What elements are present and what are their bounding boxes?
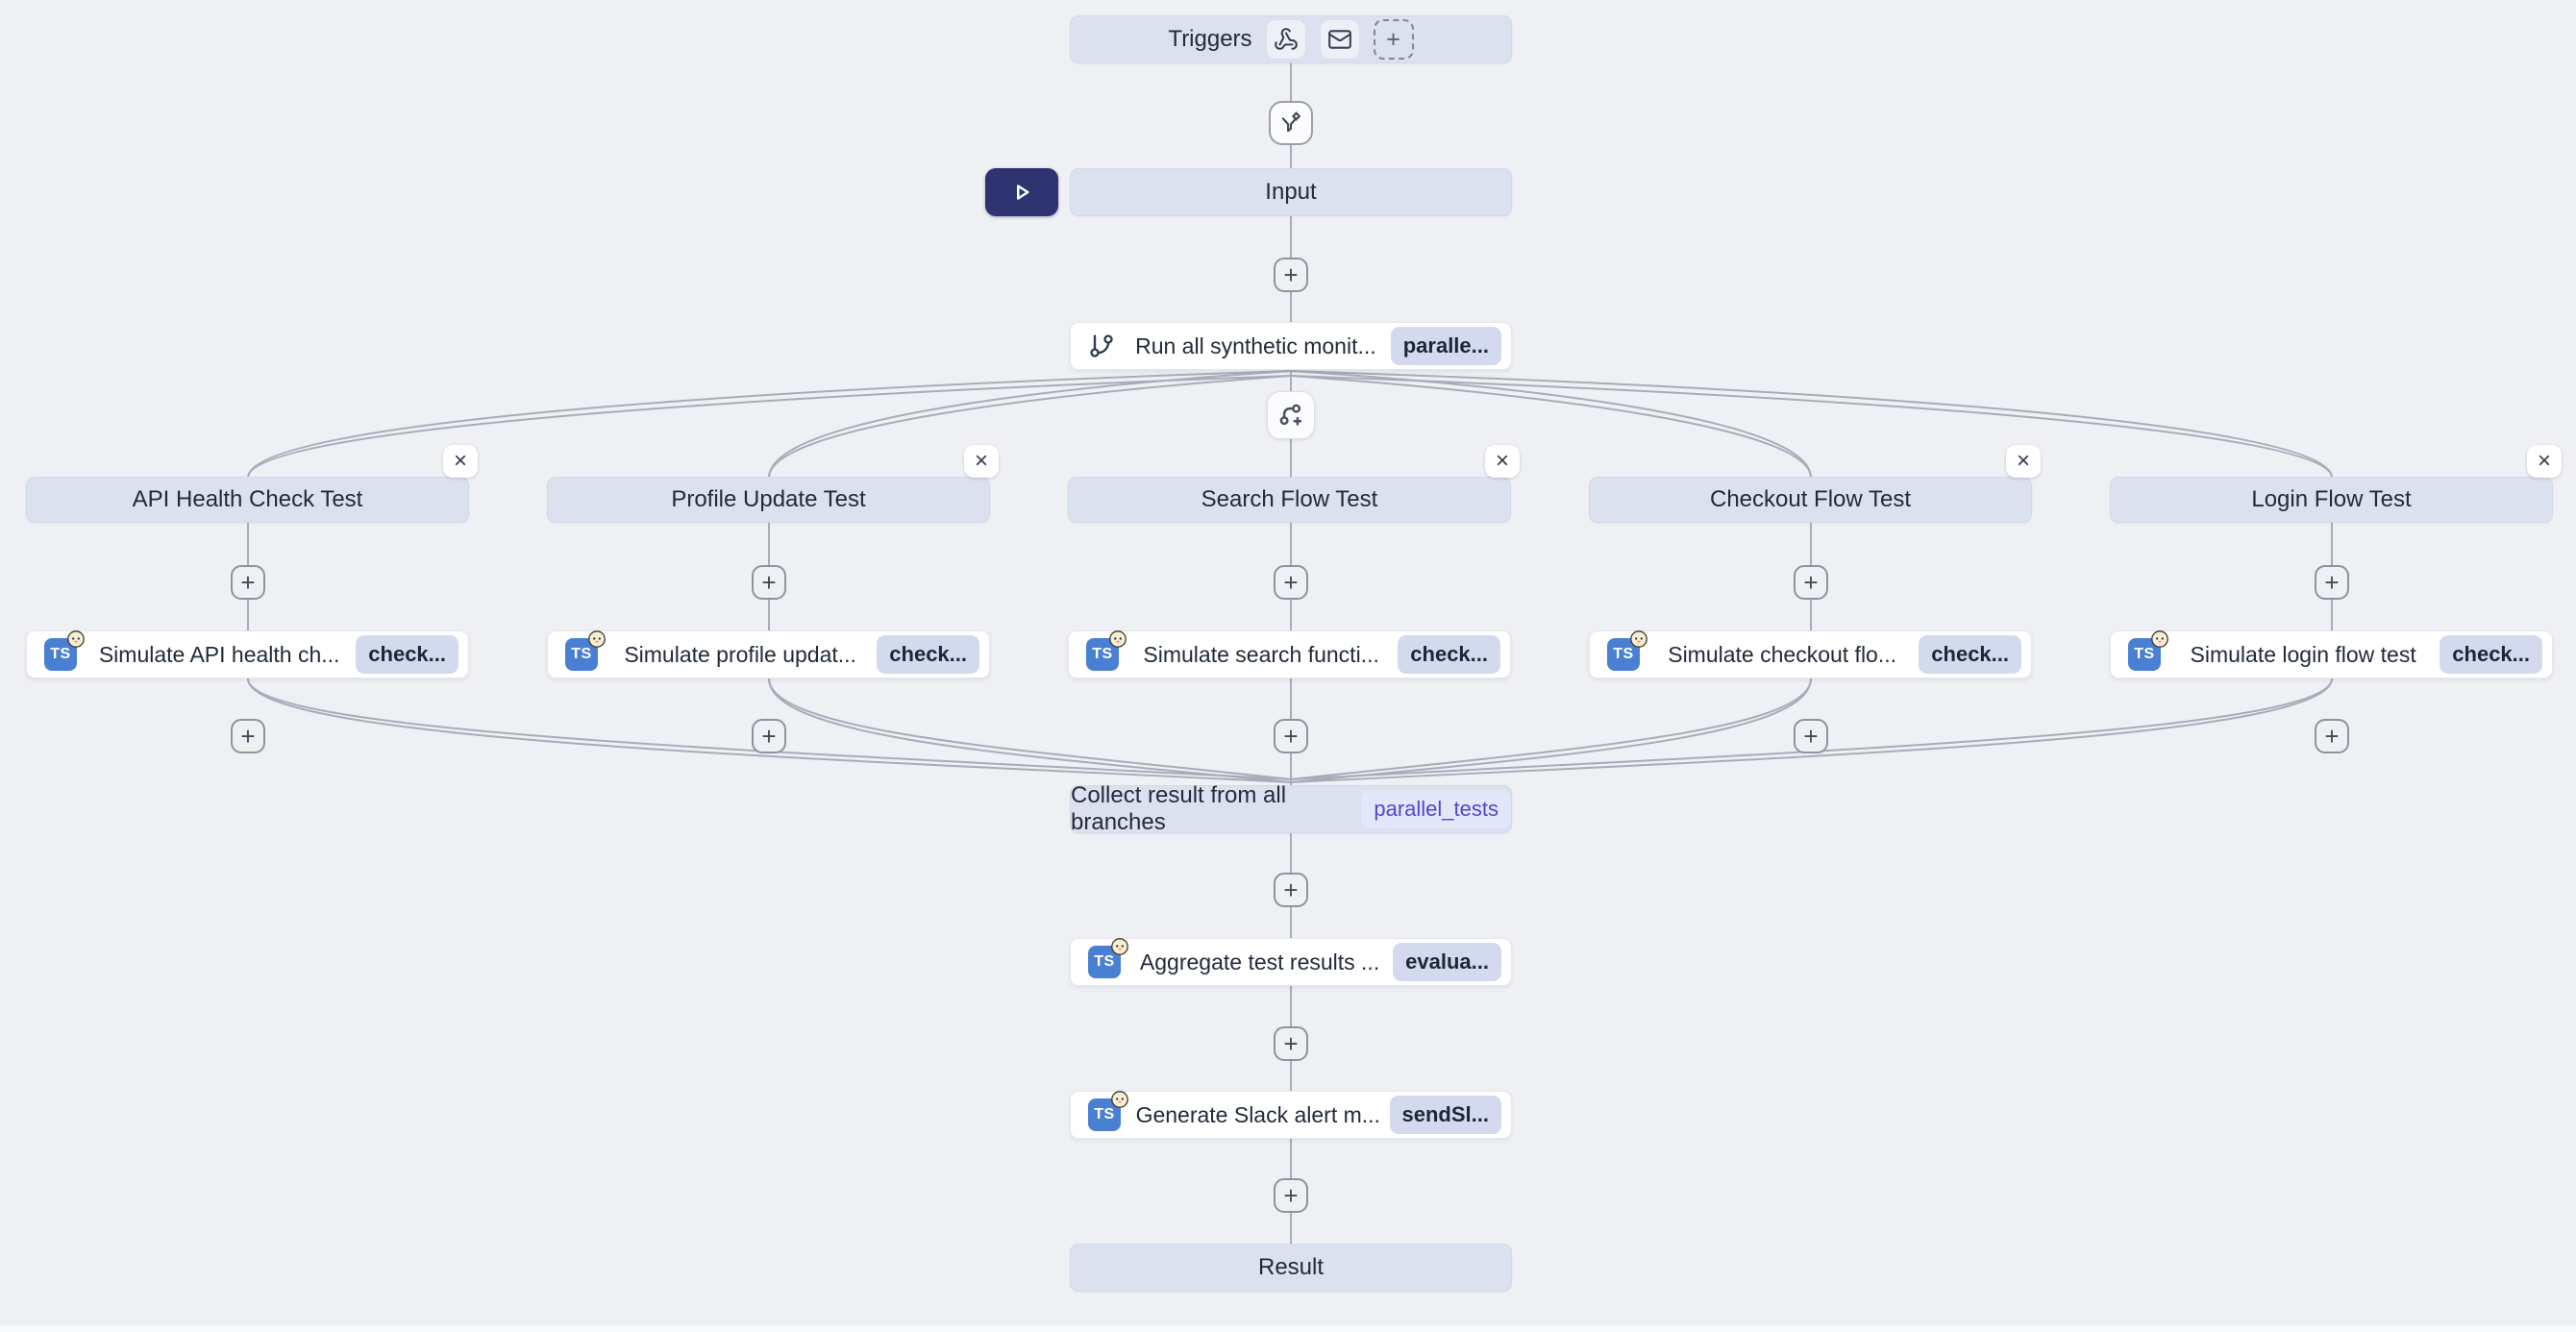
branch-header-label: Checkout Flow Test (1710, 486, 1911, 512)
close-icon: × (2016, 448, 2030, 474)
mail-icon[interactable] (1319, 19, 1360, 60)
branch-header-label: Login Flow Test (2251, 486, 2412, 512)
triggers-label: Triggers (1168, 26, 1252, 52)
step-title: Generate Slack alert m... (1135, 1101, 1380, 1127)
branch-header-profile-update[interactable]: Profile Update Test (547, 477, 990, 523)
typescript-bun-icon: TS (1088, 938, 1128, 978)
close-icon: × (453, 448, 467, 474)
result-label: Result (1257, 1254, 1325, 1280)
typescript-bun-icon: TS (1607, 630, 1647, 671)
close-icon: × (974, 448, 988, 474)
add-step-button[interactable]: + (1274, 873, 1308, 907)
typescript-bun-icon: TS (1086, 630, 1127, 671)
close-icon: × (2537, 448, 2551, 474)
step-node-api-health[interactable]: TS Simulate API health ch... check... (26, 630, 469, 678)
branch-header-checkout-flow[interactable]: Checkout Flow Test (1589, 477, 2032, 523)
add-step-button[interactable]: + (1274, 565, 1308, 600)
step-node-login-flow[interactable]: TS Simulate login flow test check... (2110, 630, 2553, 678)
typescript-bun-icon: TS (44, 630, 85, 671)
add-step-button[interactable]: + (1794, 565, 1828, 600)
git-branch-plus-icon[interactable] (1267, 391, 1315, 439)
add-step-button[interactable]: + (1274, 1026, 1308, 1061)
add-step-after-input-button[interactable]: + (1274, 258, 1308, 292)
add-trigger-button[interactable]: + (1373, 19, 1414, 60)
step-badge: check... (877, 635, 979, 674)
slack-alert-node[interactable]: TS Generate Slack alert m... sendSl... (1070, 1091, 1512, 1139)
step-title: Simulate search functi... (1143, 641, 1379, 667)
remove-branch-button[interactable]: × (2527, 445, 2562, 478)
add-step-button[interactable]: + (1274, 1178, 1308, 1213)
branch-header-label: API Health Check Test (132, 486, 363, 512)
remove-branch-button[interactable]: × (443, 445, 478, 478)
step-title: Simulate profile updat... (624, 641, 856, 667)
remove-branch-button[interactable]: × (1485, 445, 1520, 478)
add-step-button[interactable]: + (2315, 719, 2349, 753)
typescript-bun-icon: TS (565, 630, 606, 671)
add-step-button[interactable]: + (231, 719, 265, 753)
remove-branch-button[interactable]: × (964, 445, 999, 478)
run-all-badge: paralle... (1390, 327, 1501, 365)
input-label: Input (1265, 179, 1317, 205)
step-node-search-flow[interactable]: TS Simulate search functi... check... (1068, 630, 1511, 678)
remove-branch-button[interactable]: × (2006, 445, 2041, 478)
run-all-title: Run all synthetic monit... (1135, 333, 1376, 358)
collect-title: Collect result from all branches (1071, 782, 1287, 835)
add-step-button[interactable]: + (231, 565, 265, 600)
step-title: Aggregate test results ... (1139, 949, 1380, 974)
branch-header-label: Profile Update Test (671, 486, 866, 512)
collect-branches-node[interactable]: Collect result from all branches paralle… (1070, 782, 1512, 835)
bottom-edge-bar (0, 1325, 2576, 1332)
step-badge: sendSl... (1389, 1096, 1501, 1134)
step-badge: check... (2440, 635, 2542, 674)
run-all-branches-node[interactable]: Run all synthetic monit... paralle... (1070, 322, 1512, 370)
step-title: Simulate checkout flo... (1668, 641, 1897, 667)
branch-header-login-flow[interactable]: Login Flow Test (2110, 477, 2553, 523)
run-flow-play-button[interactable] (985, 168, 1058, 216)
step-badge: evalua... (1393, 943, 1501, 981)
step-title: Simulate login flow test (2190, 641, 2416, 667)
add-step-button[interactable]: + (752, 565, 786, 600)
step-badge: check... (356, 635, 458, 674)
typescript-bun-icon: TS (2128, 630, 2168, 671)
add-step-button[interactable]: + (1274, 719, 1308, 753)
step-title: Simulate API health ch... (98, 641, 340, 667)
webhook-icon[interactable] (1265, 19, 1306, 60)
step-node-checkout-flow[interactable]: TS Simulate checkout flo... check... (1589, 630, 2032, 678)
add-step-button[interactable]: + (2315, 565, 2349, 600)
add-step-button[interactable]: + (1794, 719, 1828, 753)
branch-header-search-flow[interactable]: Search Flow Test (1068, 477, 1511, 523)
git-branch-icon (1088, 333, 1115, 359)
close-icon: × (1495, 448, 1509, 474)
branch-header-api-health[interactable]: API Health Check Test (26, 477, 469, 523)
add-step-button[interactable]: + (752, 719, 786, 753)
triggers-node[interactable]: Triggers + (1070, 15, 1512, 63)
step-badge: check... (1398, 635, 1500, 674)
step-node-profile-update[interactable]: TS Simulate profile updat... check... (547, 630, 990, 678)
result-node[interactable]: Result (1070, 1244, 1512, 1292)
branch-header-label: Search Flow Test (1201, 486, 1378, 512)
aggregate-results-node[interactable]: TS Aggregate test results ... evalua... (1070, 938, 1512, 986)
typescript-bun-icon: TS (1088, 1091, 1128, 1131)
filter-gear-icon[interactable] (1269, 101, 1313, 145)
step-badge: check... (1919, 635, 2021, 674)
collect-id-badge[interactable]: parallel_tests (1361, 790, 1511, 828)
input-node[interactable]: Input (1070, 168, 1512, 216)
